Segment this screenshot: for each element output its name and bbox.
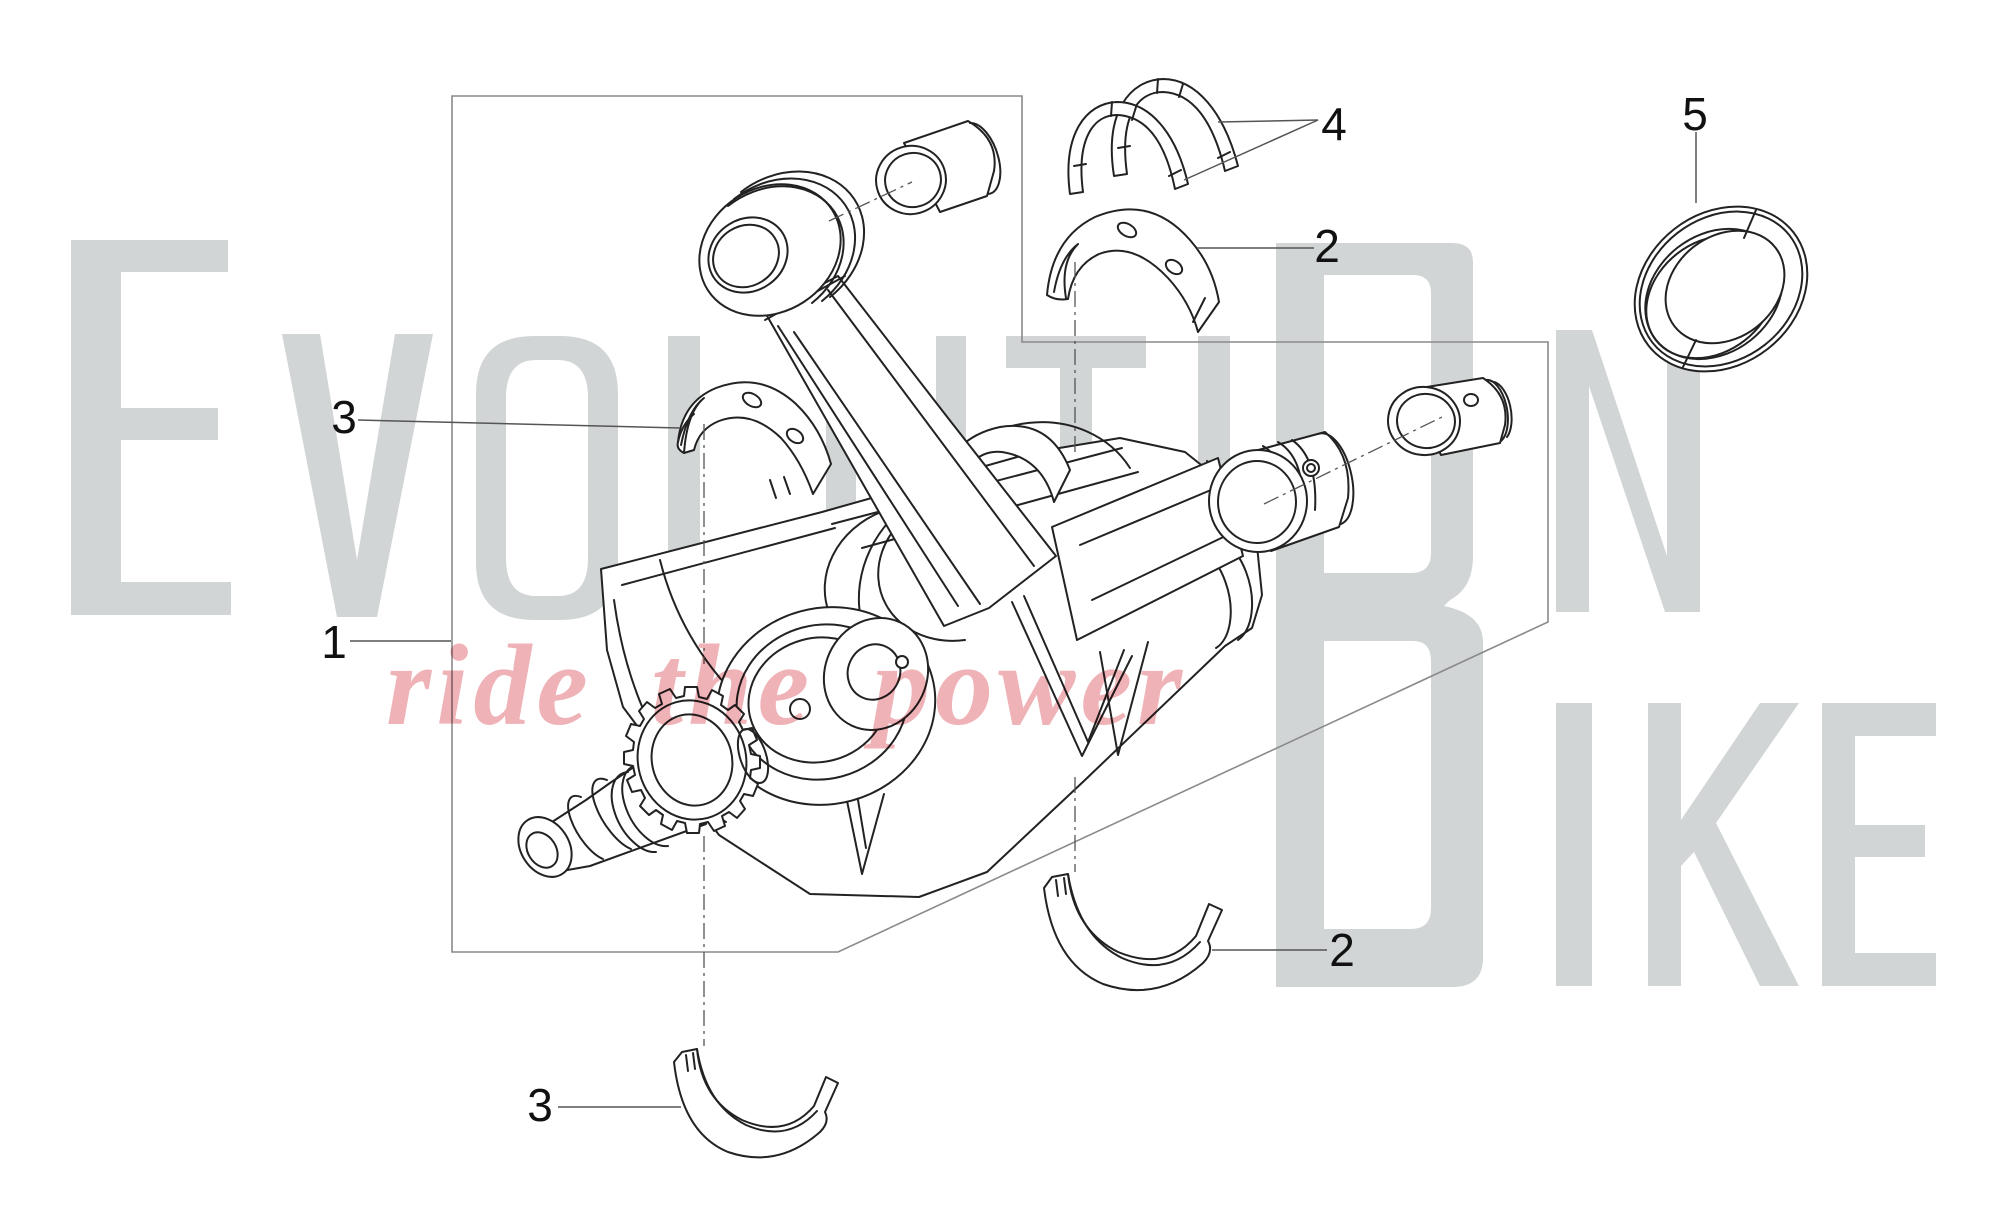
svg-text:2: 2: [1329, 924, 1355, 976]
svg-text:5: 5: [1682, 88, 1708, 140]
svg-text:2: 2: [1314, 220, 1340, 272]
svg-text:1: 1: [321, 616, 347, 668]
svg-text:3: 3: [527, 1079, 553, 1131]
svg-text:4: 4: [1321, 98, 1347, 150]
svg-text:ride the power: ride the power: [386, 622, 1187, 750]
svg-text:3: 3: [331, 391, 357, 443]
